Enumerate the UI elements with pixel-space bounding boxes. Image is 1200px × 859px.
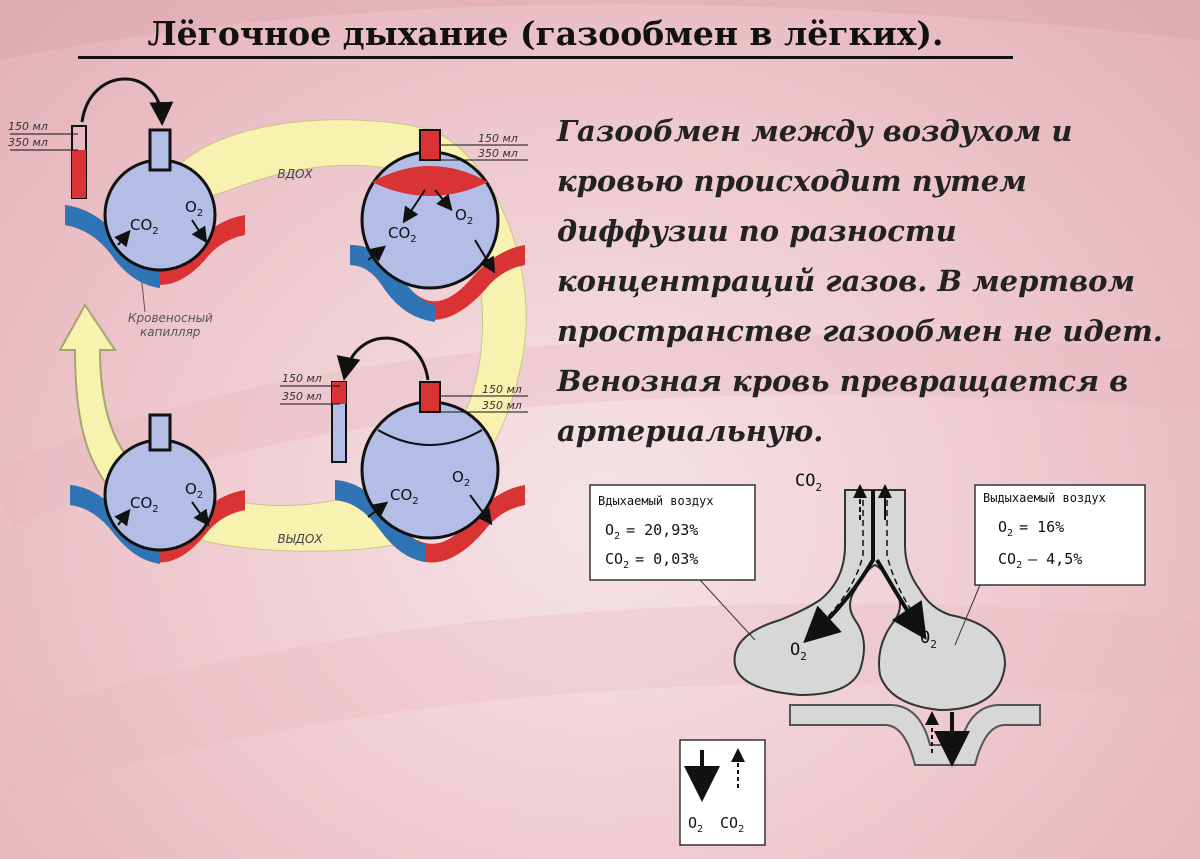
svg-text:O2: O2 [452,468,470,489]
volume-350-right-b: 350 мл [482,399,522,412]
alveoli-shape [733,489,1007,712]
exhale-label: ВЫДОХ [277,532,323,546]
alveolus-top-left: CO2 O2 150 мл 350 мл [8,77,245,288]
inhaled-air-title: Вдыхаемый воздух [598,494,714,508]
page-title: Лёгочное дыхание (газообмен в лёгких). [78,14,1013,59]
alveolus-bottom-left: CO2 O2 [70,413,245,564]
alveolus-bottom-right: CO2 O2 150 мл 350 мл 150 мл 350 мл [280,336,528,563]
breathing-cycle-diagram: ВДОХ ВЫДОХ Кровеносный капилляр CO2 O2 1… [8,77,528,564]
alveolus-top-right: CO2 O2 150 мл 350 мл [350,129,528,322]
svg-text:CO2: CO2 [130,494,159,515]
svg-text:CO2– 4,5%: CO2– 4,5% [998,550,1082,571]
svg-text:O2= 20,93%: O2= 20,93% [605,521,698,542]
volume-150-right-b: 150 мл [482,383,522,396]
svg-text:CO2: CO2 [720,814,744,835]
volume-350-left-b: 350 мл [282,390,322,403]
svg-text:O2: O2 [185,480,203,501]
capillary-tube [789,704,1041,766]
co2-top-label: CO2 [795,471,822,494]
inhaled-air-box: Вдыхаемый воздух O2= 20,93% CO2= 0,03% [589,484,756,641]
o2-right-label: O2 [920,628,937,651]
description-text: Газообмен между воздухом и кровью происх… [557,114,1163,448]
volume-150-right: 150 мл [478,132,518,145]
svg-text:CO2: CO2 [130,216,159,237]
svg-text:O2= 16%: O2= 16% [998,518,1064,539]
svg-text:O2: O2 [455,206,473,227]
svg-text:CO2= 0,03%: CO2= 0,03% [605,550,698,571]
exhaled-air-title: Выдыхаемый воздух [983,491,1106,505]
legend-box: O2 CO2 [679,739,766,846]
volume-150-left-b: 150 мл [282,372,322,385]
volume-150-left: 150 мл [8,120,48,133]
svg-text:CO2: CO2 [388,224,417,245]
svg-text:O2: O2 [185,198,203,219]
svg-text:O2: O2 [688,814,703,835]
capillary-label-line2: капилляр [140,325,201,339]
capillary-label-line1: Кровеносный [128,311,213,325]
inhale-label: ВДОХ [277,167,313,181]
alveoli-gas-diagram: CO2 O2 O2 Вдыхаемый воздух O2= 20,93% CO… [589,471,1146,846]
o2-left-label: O2 [790,640,807,663]
volume-350-right: 350 мл [478,147,518,160]
svg-text:CO2: CO2 [390,486,419,507]
exhaled-air-box: Выдыхаемый воздух O2= 16% CO2– 4,5% [954,484,1146,646]
volume-350-left: 350 мл [8,136,48,149]
